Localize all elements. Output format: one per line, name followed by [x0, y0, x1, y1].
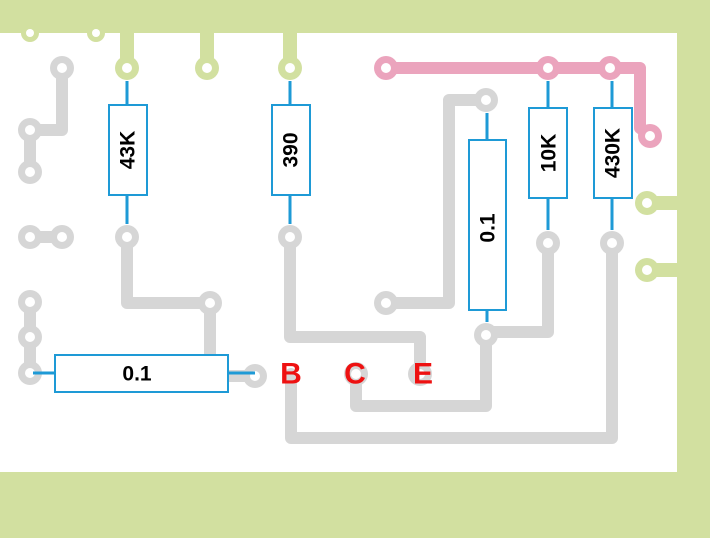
pad-hole: [351, 369, 361, 379]
pad-hole: [415, 369, 425, 379]
pad-hole: [92, 29, 100, 37]
pin-label-emitter: E: [413, 358, 433, 391]
pad-hole: [605, 63, 615, 73]
pin-label-base: B: [280, 358, 302, 391]
capacitor-0-1-horizontal: 0.1: [33, 354, 255, 393]
board-edge-top: [0, 0, 710, 33]
pad-hole: [57, 63, 67, 73]
pad-hole: [285, 63, 295, 73]
trace-390-to-emitter: [284, 231, 426, 380]
component-body: [468, 139, 507, 311]
pad-hole: [25, 232, 35, 242]
component-body: [108, 104, 148, 196]
trace-430k-to-base: [285, 237, 618, 444]
pad-hole: [25, 297, 35, 307]
resistor-430k-label: 430K: [602, 128, 625, 178]
capacitor-horizontal-label: 0.1: [122, 363, 152, 386]
pad-hole: [57, 232, 67, 242]
pad-hole: [25, 125, 35, 135]
pad-hole: [26, 29, 34, 37]
trace-cap-top: [380, 94, 492, 309]
pad-hole: [481, 95, 491, 105]
pad-hole: [25, 167, 35, 177]
pad-hole: [381, 63, 391, 73]
trace-collector: [350, 326, 492, 412]
pad-hole: [122, 63, 132, 73]
resistor-43k-label: 43K: [117, 131, 140, 170]
resistor-390-label: 390: [280, 132, 303, 167]
resistor-10k: 10K: [528, 81, 568, 230]
pad-hole: [642, 265, 652, 275]
pad-hole: [543, 63, 553, 73]
pad-hole: [25, 368, 35, 378]
capacitor-vertical-label: 0.1: [477, 213, 500, 243]
pad-hole: [25, 332, 35, 342]
pad-hole: [205, 298, 215, 308]
resistor-43k: 43K: [108, 81, 148, 224]
transistor-pin-labels: B C E: [280, 358, 433, 391]
pad-hole: [543, 238, 553, 248]
resistor-430k: 430K: [593, 81, 633, 230]
pad-hole: [122, 232, 132, 242]
pad-hole: [642, 198, 652, 208]
component-body: [593, 107, 633, 199]
resistor-390: 390: [271, 81, 311, 224]
resistor-10k-label: 10K: [538, 134, 561, 173]
pad-hole: [202, 63, 212, 73]
pad-hole: [481, 330, 491, 340]
trace-10k-bottom: [480, 237, 554, 338]
pad-hole: [645, 131, 655, 141]
component-body: [54, 354, 229, 393]
pad-hole: [607, 238, 617, 248]
component-body: [271, 104, 311, 196]
pad-hole: [285, 232, 295, 242]
pin-label-collector: C: [344, 358, 366, 391]
board-edge-bottom: [0, 472, 710, 538]
component-body: [528, 107, 568, 199]
pad-hole: [381, 298, 391, 308]
capacitor-0-1-vertical: 0.1: [468, 113, 507, 322]
pads: [18, 24, 662, 388]
